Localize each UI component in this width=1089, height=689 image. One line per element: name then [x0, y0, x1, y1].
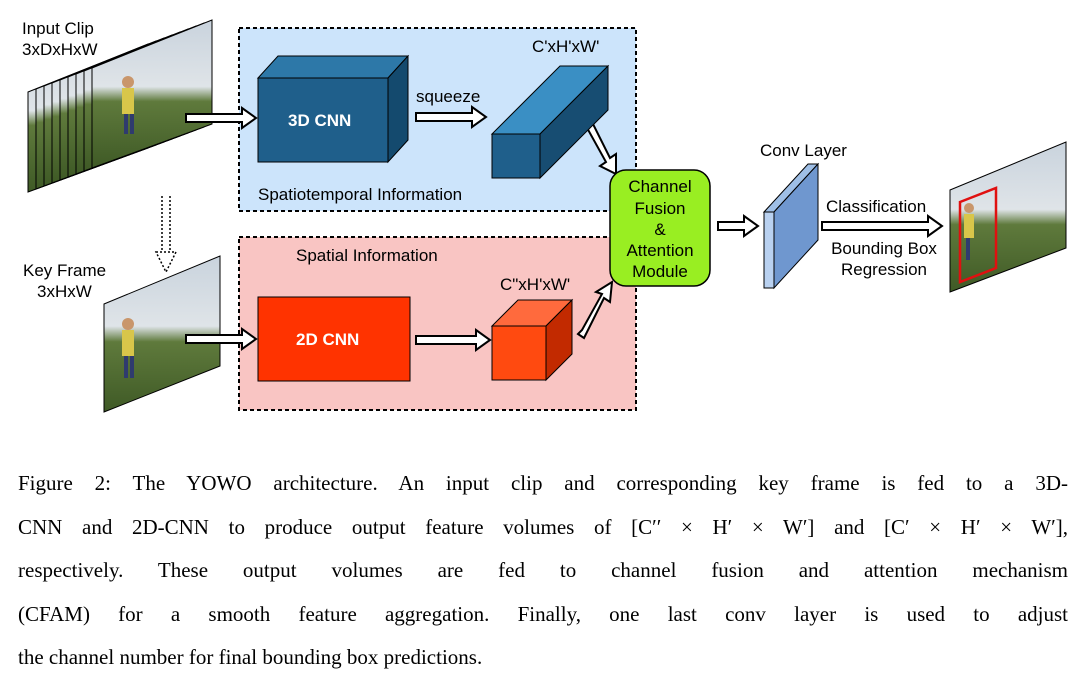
feat3d-volume	[490, 64, 610, 180]
feat3d-dims: C'xH'xW'	[532, 37, 599, 56]
dotted-down-arrow	[154, 196, 178, 274]
caption-line-4: (CFAM) for a smooth feature aggregation.…	[18, 601, 1068, 626]
caption-line-2: CNN and 2D-CNN to produce output feature…	[18, 514, 1068, 539]
cfam-line-5: Module	[632, 262, 688, 281]
squeeze-label: squeeze	[416, 87, 480, 106]
caption-line-1: Figure 2: The YOWO architecture. An inpu…	[18, 471, 1068, 495]
feat2d-volume	[490, 298, 574, 382]
figure-caption: Figure 2: The YOWO architecture. An inpu…	[18, 462, 1068, 680]
cnn3d-label: 3D CNN	[288, 111, 351, 130]
architecture-diagram: Input Clip 3xDxHxW Key Frame 3xHxW	[22, 19, 1067, 413]
cnn3d-block	[256, 54, 410, 164]
bbox-regression-line-1: Bounding Box	[831, 239, 937, 258]
arrow-squeeze	[415, 105, 488, 129]
arrow-clip-to-3dcnn	[185, 106, 258, 130]
detection-bounding-box	[958, 186, 998, 284]
cnn2d-block	[257, 296, 411, 382]
conv-layer-slab	[762, 162, 820, 290]
feat2d-dims: C"xH'xW'	[500, 275, 570, 294]
arrow-cfam-to-conv	[717, 214, 760, 238]
cfam-line-1: Channel	[628, 177, 691, 196]
output-frame	[949, 141, 1067, 293]
cfam-line-2: Fusion	[634, 199, 685, 218]
key-frame-dims: 3xHxW	[37, 282, 92, 301]
cfam-line-4: Attention	[626, 241, 693, 260]
key-frame-title: Key Frame	[23, 261, 106, 280]
bbox-regression-line-2: Regression	[841, 260, 927, 279]
classification-label: Classification	[826, 197, 926, 216]
arrow-feat2d-to-cfam	[576, 280, 614, 340]
spatial-label: Spatial Information	[296, 246, 438, 265]
cfam-module	[609, 169, 711, 287]
caption-line-5: the channel number for final bounding bo…	[18, 645, 483, 669]
spatiotemporal-label: Spatiotemporal Information	[258, 185, 462, 204]
key-frame-image	[103, 255, 221, 413]
input-clip-frames	[27, 19, 213, 193]
input-clip-title: Input Clip	[22, 19, 94, 38]
caption-line-3: respectively. These output volumes are f…	[18, 558, 1068, 582]
arrow-keyframe-to-2dcnn	[185, 327, 258, 351]
arrow-2dcnn-to-feat	[415, 328, 492, 352]
conv-layer-label: Conv Layer	[760, 141, 847, 160]
arrow-conv-to-output	[821, 214, 944, 238]
input-clip-dims: 3xDxHxW	[22, 40, 98, 59]
cnn2d-label: 2D CNN	[296, 330, 359, 349]
cfam-line-3: &	[654, 220, 666, 239]
